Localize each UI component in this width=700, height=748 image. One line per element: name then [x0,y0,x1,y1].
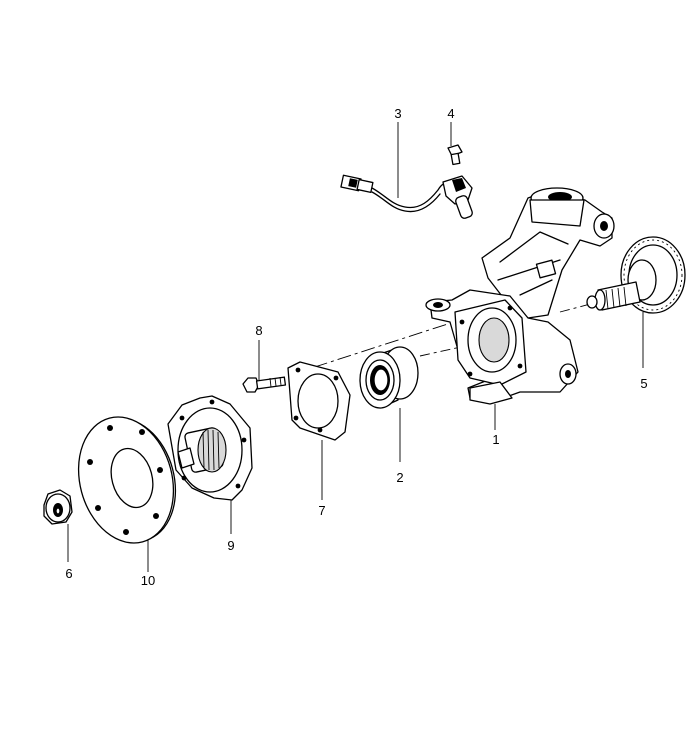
part-4-sensor-screw[interactable] [447,144,463,166]
callout-3: 3 [394,106,401,121]
part-5-drive-shaft[interactable] [586,236,686,314]
part-9-wheel-hub[interactable] [167,395,253,501]
part-3-speed-sensor-cable[interactable] [340,174,473,219]
part-7-cover-plate[interactable] [287,361,351,441]
part-10-brake-disc[interactable] [65,406,189,553]
callout-leader-lines [67,122,644,572]
assembly-axis-lines [289,301,599,376]
part-8-hex-bolt[interactable] [242,376,287,393]
callout-labels: 1 2 3 4 5 6 7 8 9 10 [65,106,647,588]
part-6-hex-nut[interactable] [43,489,73,525]
callout-4: 4 [447,106,454,121]
callout-8: 8 [255,323,262,338]
callout-9: 9 [227,538,234,553]
callout-5: 5 [640,376,647,391]
callout-7: 7 [318,503,325,518]
callout-1: 1 [492,432,499,447]
part-2-wheel-bearing[interactable] [359,346,419,409]
callout-6: 6 [65,566,72,581]
callout-10: 10 [141,573,155,588]
part-1-wheel-carrier[interactable] [425,187,615,405]
callout-2: 2 [396,470,403,485]
